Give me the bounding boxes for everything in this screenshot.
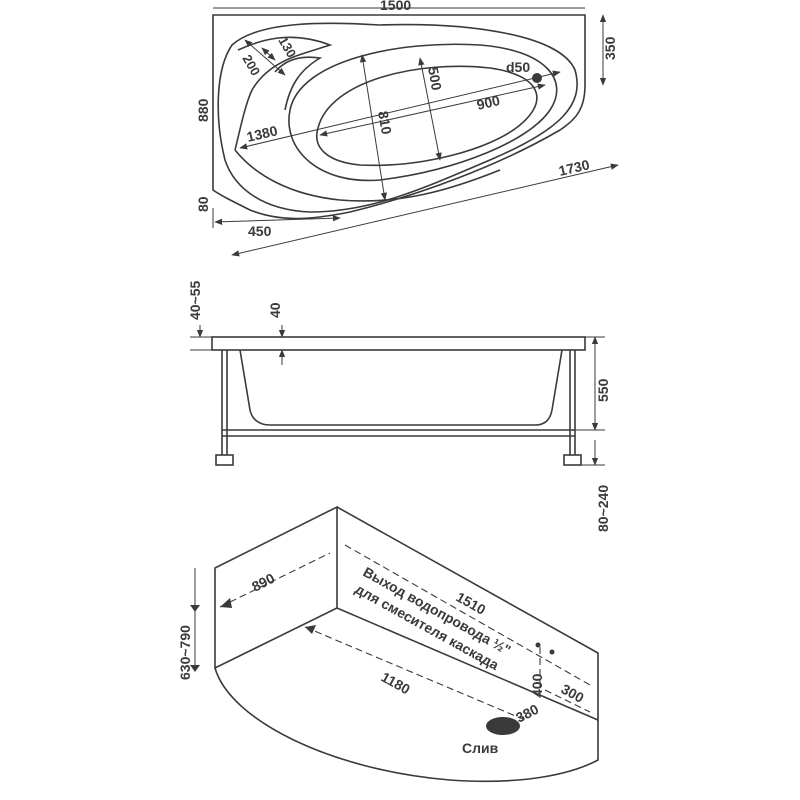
label-40: 40 xyxy=(267,302,283,318)
dim-line-1380 xyxy=(239,70,561,150)
dim-line-1180 xyxy=(304,626,526,721)
label-1380: 1380 xyxy=(245,122,279,145)
arrow-890 xyxy=(220,598,232,608)
dim-line-300 xyxy=(544,689,591,713)
side-view: 40~55 40 550 80~240 xyxy=(187,280,611,532)
arrow-630-top xyxy=(190,605,200,612)
label-1730: 1730 xyxy=(557,156,591,179)
top-swirl xyxy=(234,149,501,202)
wall-view: 890 1510 630~790 1180 400 300 380 Выход … xyxy=(177,505,599,783)
label-200: 200 xyxy=(239,52,263,78)
outlet-dot-2 xyxy=(549,649,555,655)
dim-line-1510 xyxy=(344,544,591,686)
label-1180: 1180 xyxy=(379,669,414,698)
label-40-55: 40~55 xyxy=(187,280,203,320)
dim-line-1730 xyxy=(231,163,619,257)
side-body xyxy=(239,349,563,426)
label-880: 880 xyxy=(195,98,211,122)
label-80: 80 xyxy=(195,196,211,212)
dim-line-450 xyxy=(214,215,341,225)
top-shell xyxy=(217,22,578,213)
outlet-dot-1 xyxy=(535,642,541,648)
arrow-630-bot xyxy=(190,665,200,672)
side-foot-right xyxy=(563,454,582,466)
top-inner-basin xyxy=(316,65,538,167)
label-300: 300 xyxy=(559,681,587,706)
label-630-790: 630~790 xyxy=(177,625,193,680)
label-500: 500 xyxy=(425,66,445,92)
arrow-1180 xyxy=(305,625,316,634)
label-80-240: 80~240 xyxy=(595,485,611,532)
wall-left xyxy=(214,505,338,670)
dim-line-890 xyxy=(219,552,331,608)
top-view: 1500 350 880 1730 1380 810 500 900 d50 8… xyxy=(195,0,619,257)
label-810: 810 xyxy=(375,110,395,136)
label-450: 450 xyxy=(248,223,272,239)
side-rim xyxy=(211,336,586,351)
label-d50: d50 xyxy=(506,59,530,75)
top-headrest-inner xyxy=(274,56,323,111)
dim-line-900 xyxy=(319,83,546,137)
label-350: 350 xyxy=(602,36,618,60)
floor-curve xyxy=(214,667,599,783)
label-1500: 1500 xyxy=(380,0,411,13)
drain-icon xyxy=(486,717,520,735)
label-400: 400 xyxy=(529,673,545,697)
label-550: 550 xyxy=(595,378,611,402)
wall-back xyxy=(336,506,599,722)
label-900: 900 xyxy=(475,92,502,113)
side-foot-left xyxy=(215,454,234,466)
drain-label: Слив xyxy=(462,740,499,756)
dim-line-130 xyxy=(261,47,276,61)
